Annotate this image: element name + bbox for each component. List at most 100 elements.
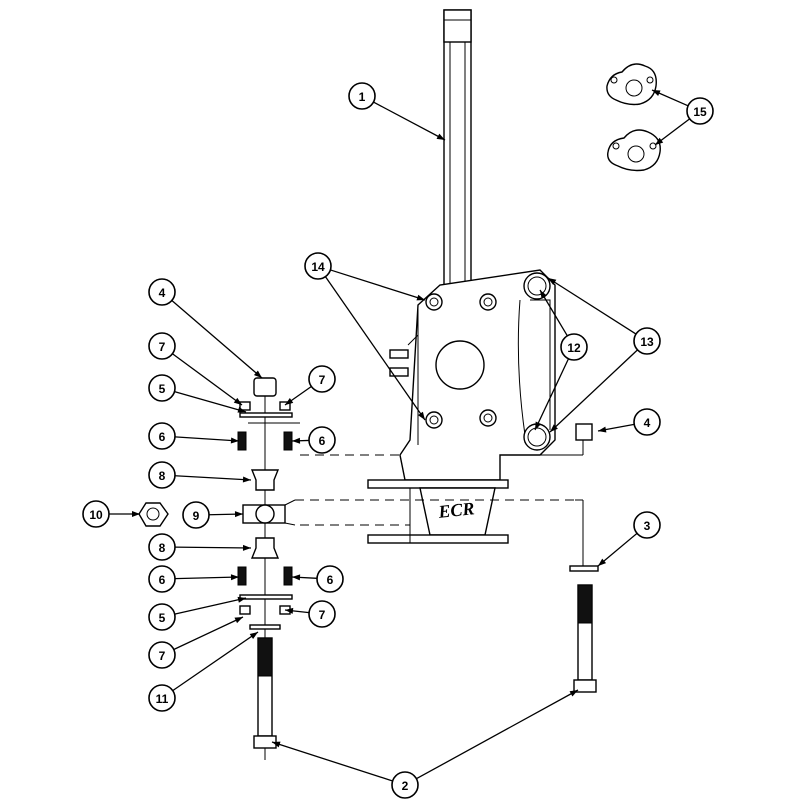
callout-circle	[686, 97, 714, 125]
arrowhead	[292, 437, 301, 444]
arrowhead	[242, 476, 251, 483]
callout-circle	[304, 252, 332, 280]
callout-label: 14	[311, 260, 325, 274]
arrowhead	[550, 424, 558, 432]
callout-label: 15	[693, 105, 707, 119]
callout-label: 6	[159, 430, 166, 444]
leader-line	[174, 597, 247, 615]
callout-c14: 14	[304, 252, 426, 421]
leader-line	[330, 269, 426, 301]
callout-c7a: 7	[148, 332, 243, 406]
callout-c15: 15	[651, 89, 714, 146]
callout-c4a: 4	[148, 278, 263, 379]
callout-circle	[182, 501, 210, 529]
callout-label: 7	[319, 373, 326, 387]
callout-c4b: 4	[597, 408, 661, 436]
callout-c6c: 6	[148, 565, 240, 593]
callout-label: 2	[402, 779, 409, 793]
callout-c5b: 5	[148, 596, 247, 631]
callout-label: 8	[159, 469, 166, 483]
callout-circle	[308, 600, 336, 628]
arrowhead	[548, 278, 557, 285]
leader-line	[539, 289, 568, 337]
arrowhead	[417, 411, 425, 420]
arrowhead	[598, 558, 607, 566]
callout-c7d: 7	[148, 616, 244, 669]
arrowhead	[569, 690, 578, 697]
callout-label: 4	[644, 416, 651, 430]
callout-label: 12	[567, 341, 581, 355]
leader-line	[173, 616, 244, 651]
leader-line	[547, 277, 637, 335]
callout-label: 11	[156, 692, 169, 706]
right-hardware	[569, 423, 599, 693]
arrowhead	[436, 133, 445, 140]
arrowhead	[253, 370, 262, 378]
arrowhead	[416, 294, 425, 301]
arrowhead	[237, 596, 246, 603]
callout-circle	[633, 408, 661, 436]
callout-circle	[148, 278, 176, 306]
callout-c12: 12	[534, 289, 588, 431]
main-bracket	[389, 269, 556, 481]
arrowhead	[230, 437, 239, 444]
left-hardware-stack	[138, 377, 300, 760]
leader-line	[174, 576, 240, 580]
callout-label: 1	[359, 90, 366, 104]
arrowhead	[655, 137, 664, 145]
arrowhead	[242, 544, 251, 551]
callout-circle	[308, 365, 336, 393]
callout-circle	[148, 603, 176, 631]
callout-circle	[148, 461, 176, 489]
callout-label: 6	[327, 573, 334, 587]
callout-c7b: 7	[284, 365, 336, 406]
leader-line	[549, 349, 638, 433]
callout-circle	[633, 327, 661, 355]
arrowhead	[535, 421, 542, 430]
callout-c6a: 6	[148, 422, 240, 450]
leader-line	[174, 546, 252, 549]
arrowhead	[132, 511, 140, 517]
arrowhead	[292, 574, 301, 581]
arrowhead	[237, 406, 246, 413]
arrowhead	[249, 632, 258, 640]
callout-label: 8	[159, 541, 166, 555]
callout-c6b: 6	[291, 426, 336, 454]
callout-label: 3	[644, 519, 651, 533]
callout-circle	[348, 82, 376, 110]
callout-label: 9	[193, 509, 200, 523]
callout-label: 5	[159, 382, 166, 396]
callout-circle	[633, 511, 661, 539]
callout-c10: 10	[82, 500, 140, 528]
arrowhead	[272, 741, 281, 748]
leader-line	[172, 353, 243, 406]
leader-line	[172, 631, 259, 692]
arrowhead	[285, 397, 294, 405]
alignment-lines	[295, 440, 584, 567]
arrowhead	[540, 290, 547, 299]
ecr-logo: ECR	[436, 498, 475, 522]
arrowhead	[652, 90, 661, 96]
callout-c11: 11	[148, 631, 259, 712]
arrowhead	[234, 511, 243, 518]
callout-c3: 3	[597, 511, 661, 567]
callout-label: 13	[640, 335, 654, 349]
callout-circle	[82, 500, 110, 528]
callout-c2: 2	[271, 689, 579, 799]
callout-label: 6	[159, 573, 166, 587]
leader-line	[171, 299, 263, 379]
leader-line	[174, 475, 252, 481]
callout-circle	[148, 374, 176, 402]
callout-label: 7	[159, 649, 166, 663]
leader-line	[416, 689, 579, 780]
callout-c6d: 6	[291, 565, 344, 593]
callout-c8b: 8	[148, 533, 252, 561]
leader-line	[373, 101, 446, 141]
callout-circle	[316, 565, 344, 593]
callout-label: 10	[89, 508, 103, 522]
callout-circle	[148, 332, 176, 360]
callout-c13: 13	[547, 277, 661, 433]
callout-c5a: 5	[148, 374, 247, 413]
